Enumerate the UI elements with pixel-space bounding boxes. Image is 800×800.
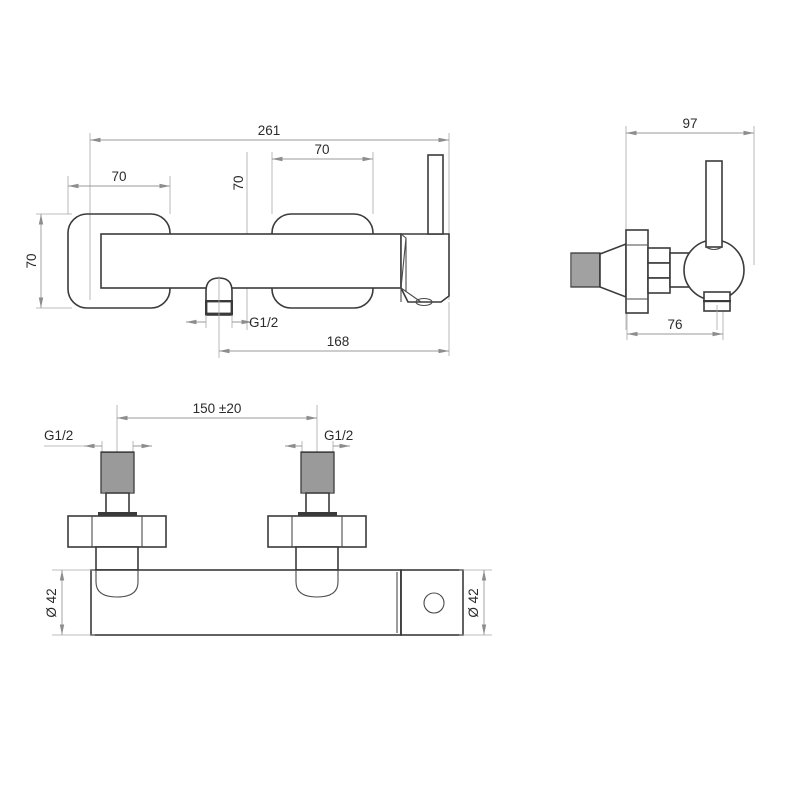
dimension-76: 76 [627,317,723,337]
bottom-right-flange [267,515,367,548]
dimension-g12-right: G1/2 [285,428,353,452]
view-side-elevation: 97 76 [570,116,755,340]
bottom-left-washer [98,512,137,516]
bottom-body-tube [90,569,402,636]
bottom-left-knurled-thread [100,451,135,494]
side-wall-flange [625,229,649,314]
dimension-97: 97 [626,116,754,136]
bottom-left-inlet-assembly [67,451,167,598]
side-lever-base [705,246,723,251]
front-outlet-band-right [230,300,233,315]
view-bottom-plan: 150 ±20 G1/2 G1/2 [44,401,492,636]
dimension-g12-front: G1/2 [186,315,278,330]
dimension-168: 168 [219,302,450,356]
view-front-elevation: 261 70 70 70 70 [24,123,450,358]
dimension-261: 261 [90,123,449,143]
dimension-70-left: 70 [68,169,170,189]
front-lever-handle [427,154,444,235]
dimension-261-label: 261 [258,123,281,138]
side-collar-mid [647,262,671,279]
dimension-g12-left: G1/2 [44,428,152,452]
dimension-97-label: 97 [682,116,697,131]
bottom-right-join-outline [295,570,339,598]
side-outlet-band [703,300,731,303]
dimension-150: 150 ±20 [117,401,317,421]
front-right-end-block [400,233,450,303]
front-outlet-band-left [205,300,208,315]
front-body-bar [100,233,402,289]
dimension-70-vertical-left: 70 [24,214,44,308]
dimension-70-vertical-mid-label: 70 [231,175,246,190]
side-knurled-inlet [570,252,601,288]
bottom-right-neck-upper [295,546,339,571]
bottom-end-cap-hole [423,592,445,614]
dimension-150-label: 150 ±20 [193,401,242,416]
bottom-left-stem [105,492,130,516]
dimension-dia42-left: Ø 42 [44,569,95,636]
bottom-right-washer [298,512,337,516]
dimension-dia42-right: Ø 42 [459,569,492,636]
dimension-70-vertical-left-label: 70 [24,253,39,268]
side-collar-lower [647,277,671,294]
side-lever-handle [705,160,723,248]
dimension-g12-left-label: G1/2 [44,428,73,443]
dimension-70-left-label: 70 [111,169,126,184]
front-right-block-inner [400,233,407,292]
dimension-g12-right-label: G1/2 [324,428,353,443]
dimension-dia42-left-label: Ø 42 [44,588,59,617]
bottom-left-flange [67,515,167,548]
dimension-76-label: 76 [667,317,682,332]
bottom-left-join-outline [95,570,139,598]
dimension-70-right: 70 [272,142,373,162]
bottom-left-neck-upper [95,546,139,571]
bottom-right-knurled-thread [300,451,335,494]
dimension-g12-front-label: G1/2 [249,315,278,330]
side-inlet-taper [599,242,627,299]
front-right-block-boss [415,297,433,307]
front-right-block-bevel [400,237,422,303]
side-collar-upper [647,247,671,264]
dimension-70-right-label: 70 [314,142,329,157]
dimension-168-label: 168 [327,334,350,349]
dimension-dia42-right-label: Ø 42 [466,588,481,617]
bottom-right-stem [305,492,330,516]
